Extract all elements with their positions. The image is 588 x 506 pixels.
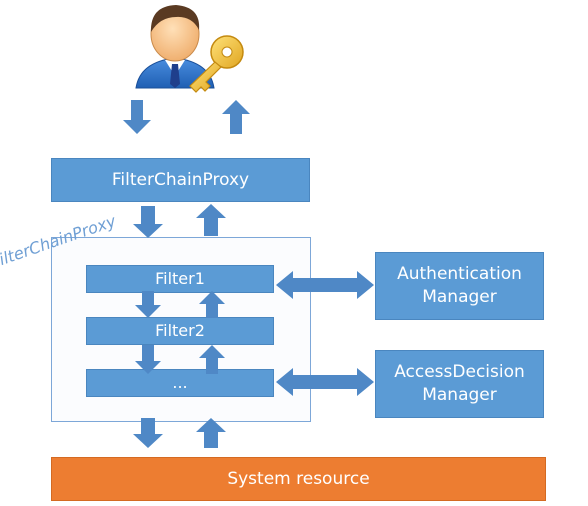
request-arrow-to-proxy bbox=[123, 100, 151, 134]
filter-more-box: ... bbox=[86, 369, 274, 397]
more-to-filter2-arrow bbox=[199, 345, 225, 374]
user-with-key-icon bbox=[135, 5, 244, 93]
resource-to-chain-arrow bbox=[196, 418, 226, 448]
filter1-to-filter2-arrow bbox=[135, 291, 161, 318]
proxy-to-chain-arrow bbox=[133, 206, 163, 238]
authentication-manager-label: Authentication Manager bbox=[397, 264, 522, 307]
filter-chain-proxy-box: FilterChainProxy bbox=[51, 158, 310, 202]
chain-to-resource-arrow bbox=[133, 418, 163, 448]
filter-more-label: ... bbox=[172, 373, 188, 393]
filter1-auth-manager-arrow bbox=[276, 271, 374, 299]
filter2-to-filter1-arrow bbox=[199, 291, 225, 318]
filter2-to-more-arrow bbox=[135, 345, 161, 374]
authentication-manager-box: Authentication Manager bbox=[375, 252, 544, 320]
filter-1-label: Filter1 bbox=[155, 269, 205, 289]
system-resource-label: System resource bbox=[227, 468, 370, 489]
response-arrow-to-user bbox=[222, 100, 250, 134]
filter-1-box: Filter1 bbox=[86, 265, 274, 293]
filter-2-label: Filter2 bbox=[155, 321, 205, 341]
access-decision-manager-label: AccessDecision Manager bbox=[394, 362, 525, 405]
filter-chain-proxy-label: FilterChainProxy bbox=[111, 169, 250, 190]
chain-to-proxy-arrow bbox=[196, 204, 226, 236]
key-icon bbox=[189, 35, 244, 93]
filter-more-access-manager-arrow bbox=[276, 368, 374, 396]
system-resource-box: System resource bbox=[51, 457, 546, 501]
access-decision-manager-box: AccessDecision Manager bbox=[375, 350, 544, 418]
filter-2-box: Filter2 bbox=[86, 317, 274, 345]
